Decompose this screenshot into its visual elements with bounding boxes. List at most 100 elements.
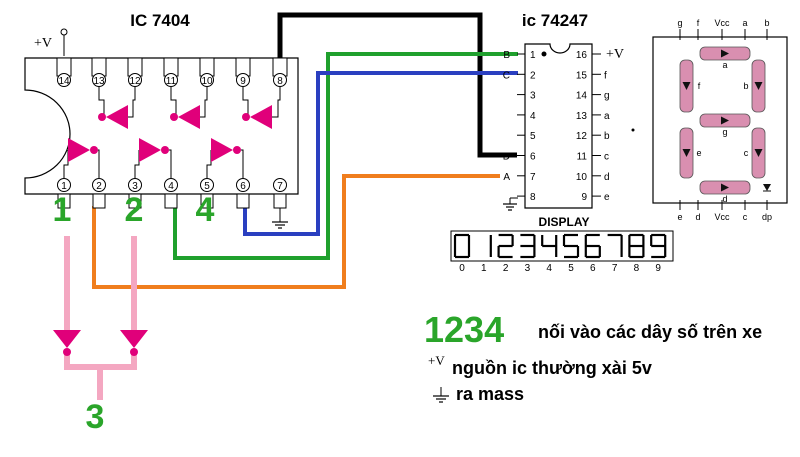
pink-wire-join [64,352,137,370]
inverter-gate-top-bubble [98,113,106,121]
seg7-diode-c [754,149,763,157]
display-digit-label: 5 [568,263,574,274]
seg7-top-pin-label: a [742,18,747,28]
display-digit-7 [607,233,623,257]
ic2-right-pin-name: c [604,152,609,163]
seg7-segment-label: e [696,148,701,158]
seg7-bottom-pin-label: c [743,212,748,222]
ic1-bottom-pin-label: 6 [240,181,246,192]
ic2-left-pin-name: B [503,50,510,61]
note-line-3: ra mass [456,384,524,404]
ic1-bottom-pin-6 [236,193,250,209]
ic1-int-bot-out [98,149,100,178]
seg7-diode-e [682,149,691,157]
seg7-bottom-pin-label: dp [762,212,772,222]
ic2-vcc-label: +V [606,47,624,62]
display-digit-9 [650,233,667,259]
ic2-right-pin-name: g [604,91,610,102]
green-wire [173,52,518,260]
seg7-dp-diode [763,184,771,191]
inverter-gate-top [106,105,128,129]
display-digit-2 [497,233,514,259]
display-digit-label: 2 [503,263,509,274]
display-digit-8 [628,233,645,259]
ic2-left-pin-name: D [503,152,510,163]
ic1-bottom-pin-label: 7 [277,181,283,192]
ic1-bottom-pin-circle [57,178,71,192]
ic1-bottom-pin-4 [164,193,178,209]
ic2-left-pin-num: 6 [530,152,536,163]
seg7-bottom-pin-label: d [695,212,700,222]
seg7-segment-label: f [698,81,701,91]
ic2-right-pin-name: e [604,192,610,203]
ic1-bottom-pin-7 [273,193,287,209]
external-inverter-gate [53,330,81,348]
ic1-top-pin-circle [236,73,250,87]
ic1-body [24,57,299,195]
ic1-int-bot-out [241,149,244,178]
ic1-top-pin-label: 12 [129,76,141,87]
ic2-right-pin-num: 11 [577,152,588,163]
ic2-left-pin-num: 2 [530,70,536,81]
ic1-int-top-in [128,87,136,118]
ic1-bottom-pin-label: 4 [168,181,174,192]
ic1-int-top-in [200,87,208,118]
ic1-bottom-pin-label: 3 [132,181,138,192]
ic1-top-pin-label: 14 [58,76,70,87]
marker-1: 1 [53,191,72,229]
display-digit-3 [520,233,536,259]
seg7-top-pin-label: g [677,18,682,28]
ic1-bottom-pin-1 [57,193,71,209]
ic1-top-pin-label: 13 [93,76,105,87]
ic1-vcc-label: +V [34,36,52,51]
ic2-pin1-dot [541,51,547,57]
ic2-left-pin-num: 1 [530,50,536,61]
marker-2: 2 [125,191,144,229]
display-digit-label: 0 [459,263,465,274]
ic2-right-pin-num: 10 [576,172,588,183]
seg7-segment-label: b [743,81,748,91]
ic2-right-pin-name: b [604,131,610,142]
seg7-top-pin-label: b [764,18,769,28]
ic2-right-pin-name: d [604,172,610,183]
ic1-top-pin-circle [164,73,178,87]
seg7-segment-label: a [722,60,727,70]
ic1-int-top-out [98,87,105,117]
ic1-bottom-pin-label: 1 [61,181,67,192]
ic1-top-pin-label: 8 [277,76,283,87]
ic2-left-pin-name: C [503,70,510,81]
ic1-title: IC 7404 [130,11,190,30]
display-digit-0 [453,233,471,259]
ic1-bottom-pin-circle [164,178,178,192]
ic2-right-pin-num: 15 [576,70,588,81]
ic1-bottom-pin-circle [273,178,287,192]
ic2-left-pin-num: 8 [530,192,536,203]
inverter-gate-top-bubble [242,113,250,121]
display-digit-4 [541,235,558,257]
ic2-right-pin-num: 14 [576,91,588,102]
vcc-terminal [60,28,68,36]
display-digit-label: 6 [590,263,596,274]
ic1-int-top-out [170,87,177,117]
ic1-bottom-pin-circle [128,178,142,192]
ic2-left-pin-num: 3 [530,91,536,102]
ic1-top-pin-circle [57,73,71,87]
seg7-top-pin-label: f [697,18,700,28]
ic2-left-pin-num: 5 [530,131,536,142]
seg7-bottom-pin-label: e [677,212,682,222]
ic2-right-pin-name: f [604,70,607,81]
inverter-gate-top [250,105,272,129]
ic1-top-pin-label: 9 [240,76,246,87]
ic2-right-pin-num: 13 [576,111,588,122]
ic2-left-pin-num: 4 [530,111,536,122]
seg7-diode-b [754,82,763,90]
ic1-top-pin-circle [92,73,106,87]
ic1-bottom-pin-label: 5 [204,181,210,192]
black-wire [277,12,517,158]
ic1-bottom-pin-5 [200,193,214,209]
wires [53,12,518,400]
display-digit-label: 4 [546,263,552,274]
